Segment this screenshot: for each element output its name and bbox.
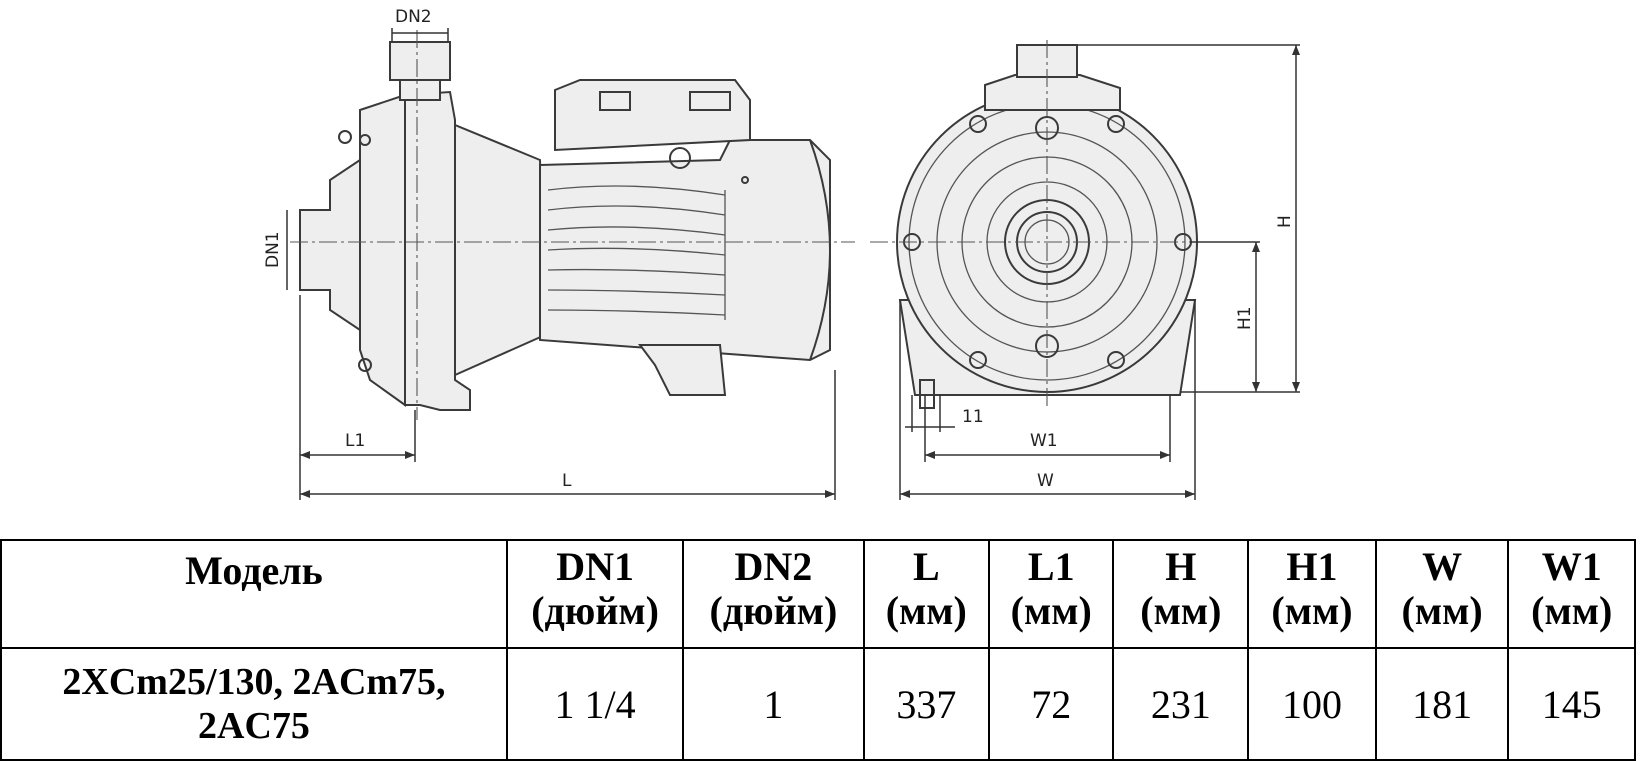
dn2-label: DN2 (395, 7, 432, 27)
l-label: L (562, 471, 572, 491)
front-dimensions: H H1 11 W1 W (899, 44, 1300, 500)
cell-dn1: 1 1/4 (505, 647, 685, 761)
cell-l: 337 (862, 647, 991, 761)
header-l: L(мм) (862, 539, 991, 649)
l1-label: L1 (345, 431, 365, 451)
cell-h1: 100 (1247, 647, 1377, 761)
header-model: Модель (0, 539, 508, 649)
cell-model: 2XCm25/130, 2ACm75, 2AC75 (0, 647, 508, 761)
w-label: W (1037, 471, 1054, 491)
dn1-label: DN1 (263, 231, 283, 268)
table-header-row: Модель DN1(дюйм) DN2(дюйм) L(мм) L1(мм) … (0, 539, 1636, 649)
table-row: 2XCm25/130, 2ACm75, 2AC75 1 1/4 1 337 72… (0, 647, 1636, 761)
h-label: H (1275, 215, 1295, 228)
specifications-table: Модель DN1(дюйм) DN2(дюйм) L(мм) L1(мм) … (0, 539, 1636, 761)
header-h: H(мм) (1112, 539, 1250, 649)
cell-dn2: 1 (682, 647, 865, 761)
pump-dimension-drawing: DN2 DN1 L1 L (263, 7, 1300, 500)
cell-l1: 72 (988, 647, 1115, 761)
header-l1: L1(мм) (988, 539, 1115, 649)
cell-h: 231 (1112, 647, 1250, 761)
w1-label: W1 (1030, 431, 1058, 451)
pump-front-view (870, 40, 1260, 410)
side-dimensions: DN2 DN1 L1 L (263, 7, 836, 500)
cell-w1: 145 (1507, 647, 1636, 761)
header-w1: W1(мм) (1507, 539, 1636, 649)
h1-label: H1 (1235, 306, 1255, 330)
motor-fins (547, 185, 726, 320)
header-w: W(мм) (1374, 539, 1510, 649)
header-dn2: DN2(дюйм) (682, 539, 865, 649)
cell-w: 181 (1374, 647, 1510, 761)
header-h1: H1(мм) (1247, 539, 1377, 649)
header-dn1: DN1(дюйм) (505, 539, 685, 649)
eleven-label: 11 (962, 407, 984, 427)
pump-side-view (290, 30, 855, 420)
